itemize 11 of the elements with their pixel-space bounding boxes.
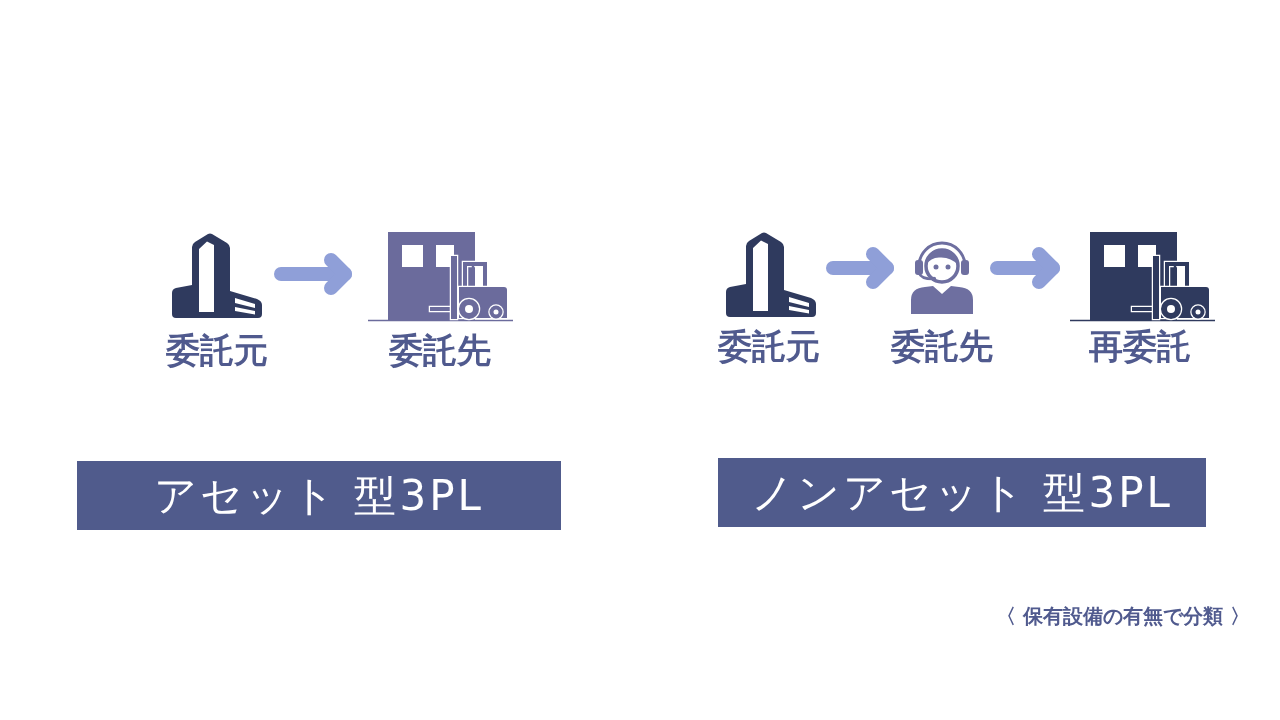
arrow — [274, 253, 352, 295]
node-label: 委託先 — [891, 326, 993, 366]
arrow — [826, 247, 894, 289]
node-label: 再委託 — [1089, 326, 1191, 366]
node-label: 委託元 — [718, 326, 820, 366]
node-label: 委託先 — [389, 330, 491, 370]
node-label: 委託元 — [166, 330, 268, 370]
arrow — [990, 247, 1060, 289]
title-band: ノンアセット 型3PL — [718, 458, 1206, 527]
title-band: アセット 型3PL — [77, 461, 561, 530]
note: 〈 保有設備の有無で分類 〉 — [996, 603, 1250, 629]
